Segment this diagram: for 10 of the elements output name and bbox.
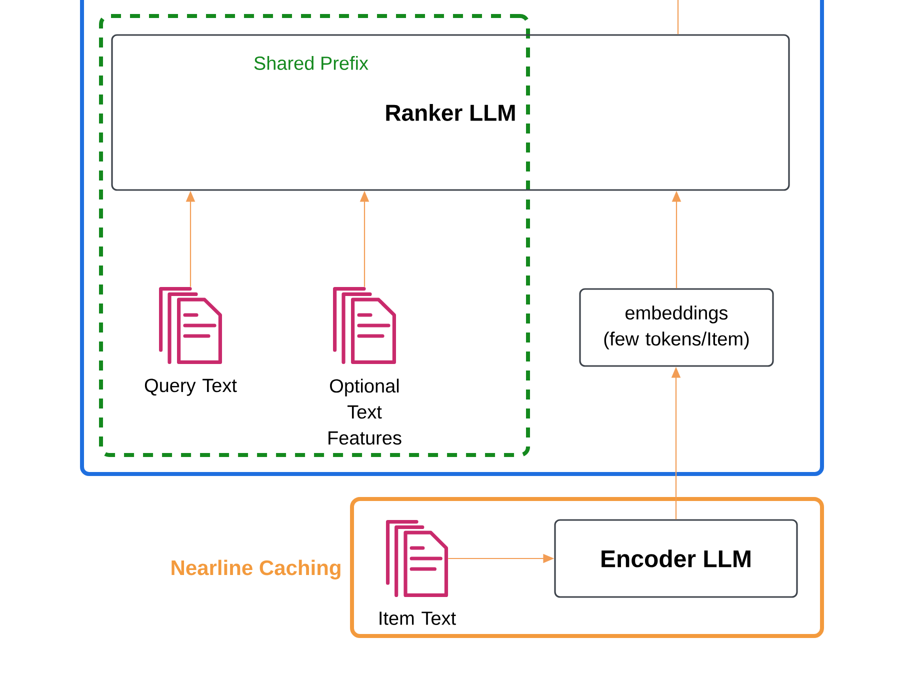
icon-caption: Item Text [380,612,456,625]
connector-line [677,0,679,34]
group-label: Nearline Caching [172,560,340,580]
process-box: embeddings (few tokens/Item) [579,288,774,367]
container-frame [80,0,824,476]
group-label: Shared Prefix [254,56,368,70]
icon-caption: Query Text [144,378,237,396]
dashed-frame [99,14,530,457]
icon-caption: Optional Text Features [328,378,402,445]
process-box: Encoder LLM [554,519,798,598]
